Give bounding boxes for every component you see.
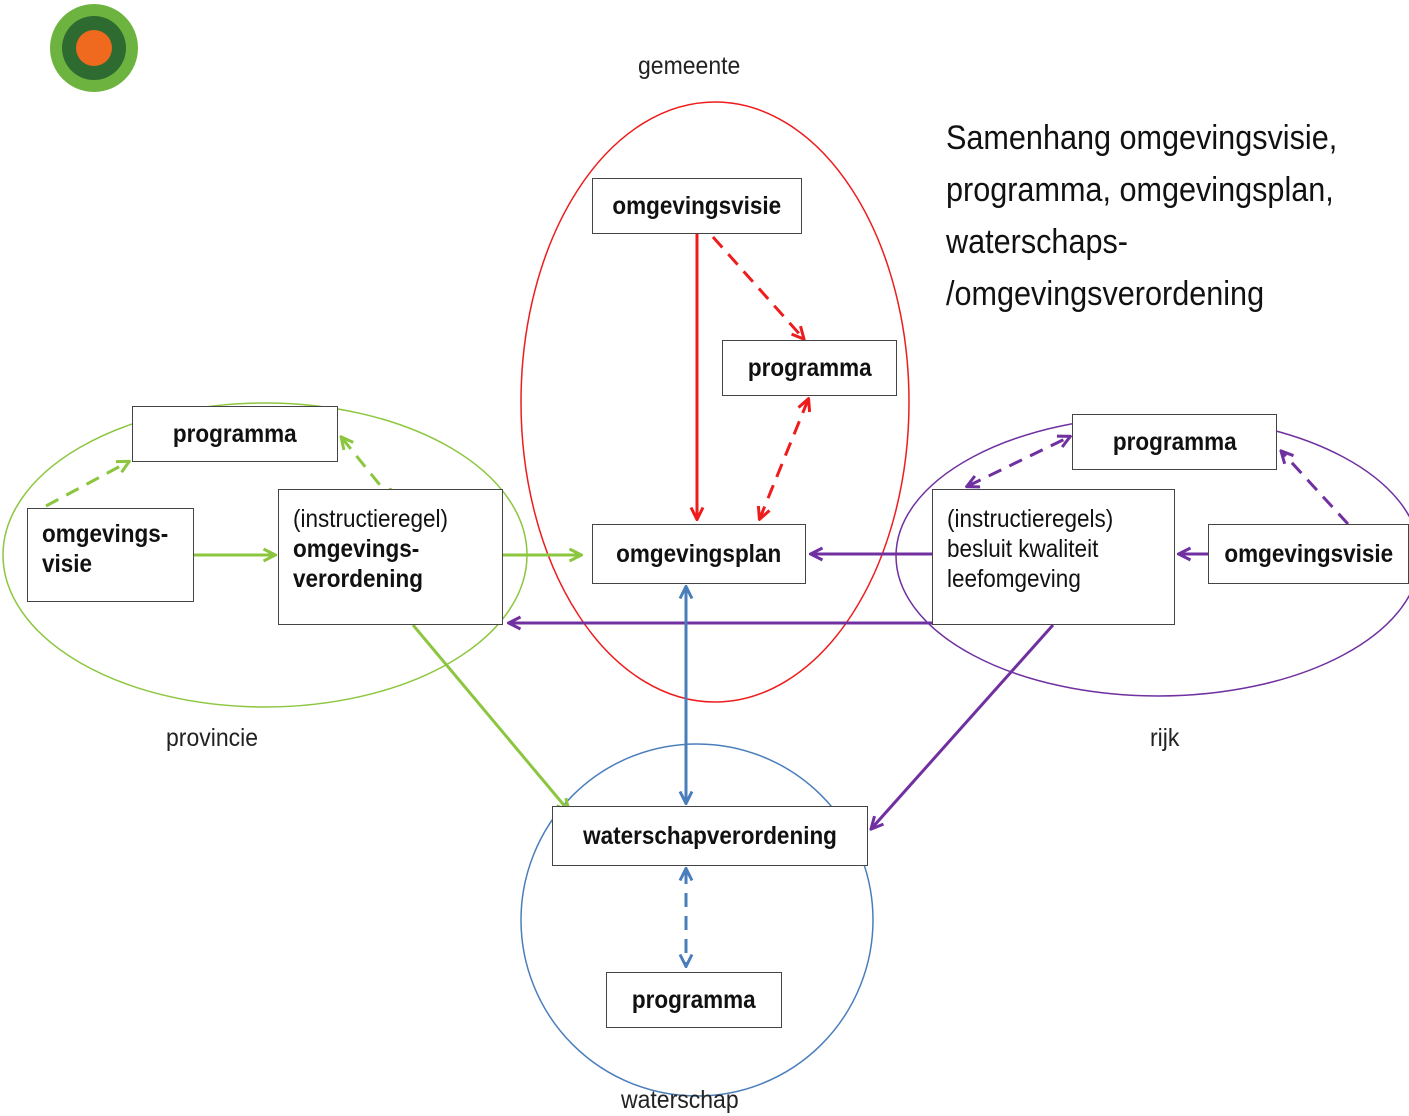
node-waterschapverordening: waterschapverordening xyxy=(552,806,868,866)
region-label-waterschap: waterschap xyxy=(621,1086,739,1114)
arrow-rijk-visie-programma xyxy=(1282,452,1350,526)
node-label: programma xyxy=(632,986,756,1014)
node-gemeente-programma: programma xyxy=(722,340,897,396)
node-gemeente-omgevingsplan: omgevingsplan xyxy=(592,524,806,584)
node-gemeente-omgevingsvisie: omgevingsvisie xyxy=(592,178,802,234)
node-label: (instructieregel) xyxy=(293,505,449,533)
waterschap-circle xyxy=(520,743,874,1097)
node-label: omgevings- xyxy=(42,520,169,548)
arrow-prov-verordening-waterschap xyxy=(411,624,568,810)
arrow-prov-programma-verordening xyxy=(342,438,392,500)
node-label: (instructieregels) xyxy=(947,505,1114,533)
arrow-rijk-bkl-waterschap xyxy=(872,624,1055,828)
node-label: leefomgeving xyxy=(947,565,1081,593)
diagram-title: Samenhang omgevingsvisie, programma, omg… xyxy=(946,112,1337,320)
node-provincie-omgevingsvisie: omgevings- visie xyxy=(27,508,194,602)
gemeente-ellipse xyxy=(520,101,910,703)
region-label-provincie: provincie xyxy=(166,724,259,752)
arrow-rijk-bkl-programma xyxy=(968,437,1069,486)
arrow-prov-visie-programma xyxy=(45,462,128,508)
node-label: omgevingsplan xyxy=(616,540,782,568)
node-label: programma xyxy=(747,354,872,382)
node-label: waterschapverordening xyxy=(583,822,837,850)
arrow-gem-visie-programma xyxy=(711,236,803,338)
node-label: visie xyxy=(42,550,93,578)
region-label-rijk: rijk xyxy=(1150,724,1180,752)
region-label-gemeente: gemeente xyxy=(638,52,741,80)
title-line: Samenhang omgevingsvisie, xyxy=(946,119,1338,157)
node-rijk-besluit-kwaliteit-leefomgeving: (instructieregels) besluit kwaliteit lee… xyxy=(932,489,1175,625)
node-label: besluit kwaliteit xyxy=(947,535,1099,563)
node-label: omgevingsvisie xyxy=(1224,540,1393,568)
arrow-gem-programma-plan xyxy=(760,400,808,518)
target-logo-icon xyxy=(50,4,138,92)
node-rijk-omgevingsvisie: omgevingsvisie xyxy=(1208,524,1409,584)
node-waterschap-programma: programma xyxy=(606,972,782,1028)
title-line: /omgevingsverordening xyxy=(946,275,1265,313)
node-label: programma xyxy=(173,420,297,448)
node-label: verordening xyxy=(293,565,424,593)
title-line: waterschaps- xyxy=(946,223,1128,261)
node-provincie-omgevingsverordening: (instructieregel) omgevings- verordening xyxy=(278,489,503,625)
node-label: programma xyxy=(1112,428,1237,456)
node-label: omgevingsvisie xyxy=(612,192,782,220)
title-line: programma, omgevingsplan, xyxy=(946,171,1334,209)
node-label: omgevings- xyxy=(293,535,420,563)
node-provincie-programma: programma xyxy=(132,406,338,462)
node-rijk-programma: programma xyxy=(1072,414,1277,470)
